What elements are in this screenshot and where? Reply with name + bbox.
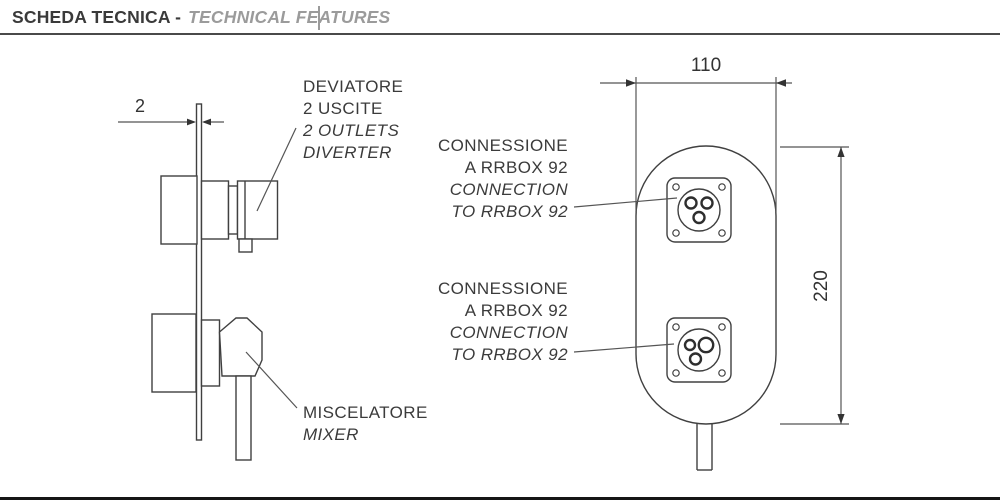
- connection-bottom-line1: CONNESSIONE: [438, 279, 568, 298]
- connection-top-leader-line: [573, 197, 678, 208]
- header-divider: [318, 6, 320, 30]
- connection-bottom-line2: A RRBOX 92: [465, 301, 568, 320]
- connection-top-line2: A RRBOX 92: [465, 158, 568, 177]
- height-dimension: 220: [780, 146, 849, 425]
- side-view: 2: [118, 77, 428, 461]
- plate-thickness-dimension: 2: [118, 96, 224, 126]
- diverter-label-line2: 2 USCITE: [303, 99, 383, 118]
- diverter-label-line4: DIVERTER: [303, 143, 392, 162]
- height-dimension-value: 220: [811, 270, 832, 302]
- plate-thickness-value: 2: [135, 96, 145, 116]
- connection-top-line1: CONNESSIONE: [438, 136, 568, 155]
- connection-bottom-line3: CONNECTION: [450, 323, 569, 342]
- connection-box-bottom: [666, 317, 732, 383]
- diverter-leader-line: [256, 127, 297, 212]
- footer-rule: [0, 497, 1000, 500]
- dim-arrow-down-icon: [837, 414, 845, 424]
- diverter-label: DEVIATORE 2 USCITE 2 OUTLETS DIVERTER: [302, 77, 403, 162]
- dim-arrow-right-icon: [187, 118, 196, 126]
- header-title-english: TECHNICAL FEATURES: [188, 7, 391, 27]
- width-dimension: 110: [600, 55, 792, 212]
- dim-arrow-left-icon: [776, 79, 786, 87]
- dim-arrow-right-icon: [626, 79, 636, 87]
- connection-bottom-line4: TO RRBOX 92: [451, 345, 568, 364]
- connection-top-line3: CONNECTION: [450, 180, 569, 199]
- connection-box-top: [666, 177, 732, 243]
- diverter-body: [160, 175, 279, 253]
- outlet-pipe: [696, 423, 713, 471]
- front-view: 110 220: [438, 55, 849, 471]
- diverter-label-line3: 2 OUTLETS: [302, 121, 399, 140]
- connection-bottom-leader-line: [573, 343, 675, 353]
- wall-plate: [195, 103, 203, 441]
- mixer-label-line1: MISCELATORE: [303, 403, 428, 422]
- connection-top-line4: TO RRBOX 92: [451, 202, 568, 221]
- dim-arrow-up-icon: [837, 147, 845, 157]
- header-title-italian: SCHEDA TECNICA -: [12, 7, 182, 27]
- diverter-label-line1: DEVIATORE: [303, 77, 403, 96]
- dim-arrow-left-icon: [202, 118, 211, 126]
- mixer-label-line2: MIXER: [303, 425, 359, 444]
- connection-label-bottom: CONNESSIONE A RRBOX 92 CONNECTION TO RRB…: [438, 279, 675, 364]
- mixer-label: MISCELATORE MIXER: [303, 403, 428, 444]
- width-dimension-value: 110: [691, 55, 721, 76]
- header-rule: [0, 33, 1000, 35]
- connection-label-top: CONNESSIONE A RRBOX 92 CONNECTION TO RRB…: [438, 136, 678, 221]
- page-header: SCHEDA TECNICA - TECHNICAL FEATURES: [12, 7, 390, 28]
- mixer-handle: [235, 375, 252, 461]
- mixer-body: [151, 313, 263, 461]
- mixer-leader-line: [245, 351, 298, 409]
